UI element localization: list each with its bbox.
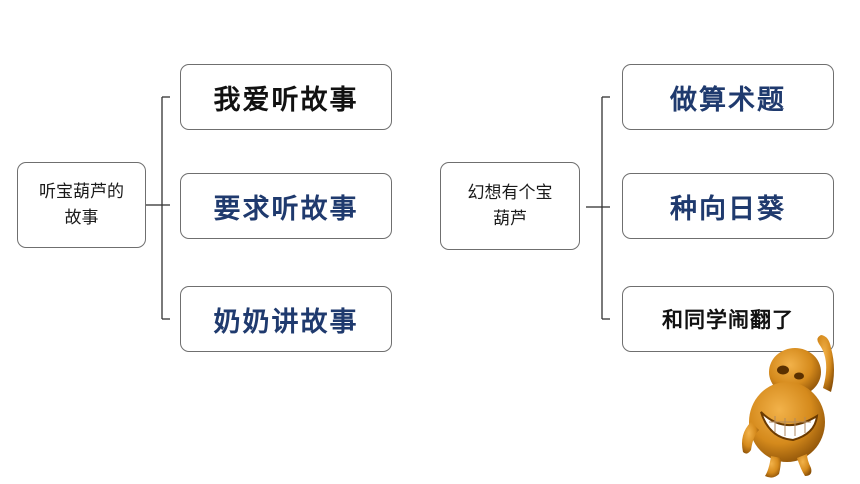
left-branch-2-label: 要求听故事	[213, 193, 359, 225]
left-branch-1-label: 我爱听故事	[213, 84, 359, 116]
left-branch-2: 要求听故事	[180, 173, 392, 239]
right-root-label: 幻想有个宝葫芦	[467, 183, 553, 229]
gourd-mascot-icon	[742, 335, 834, 478]
left-root-node: 听宝葫芦的故事	[17, 162, 146, 248]
right-branch-1-label: 做算术题	[670, 84, 786, 116]
right-root-node: 幻想有个宝葫芦	[440, 162, 580, 250]
right-branch-3: 和同学闹翻了	[622, 286, 834, 352]
right-branch-2-label: 种向日葵	[670, 193, 786, 225]
right-branch-1: 做算术题	[622, 64, 834, 130]
left-branch-3-label: 奶奶讲故事	[213, 306, 359, 338]
right-branch-2: 种向日葵	[622, 173, 834, 239]
left-branch-1: 我爱听故事	[180, 64, 392, 130]
right-branch-3-label: 和同学闹翻了	[662, 307, 794, 332]
left-root-label: 听宝葫芦的故事	[39, 182, 124, 228]
left-branch-3: 奶奶讲故事	[180, 286, 392, 352]
